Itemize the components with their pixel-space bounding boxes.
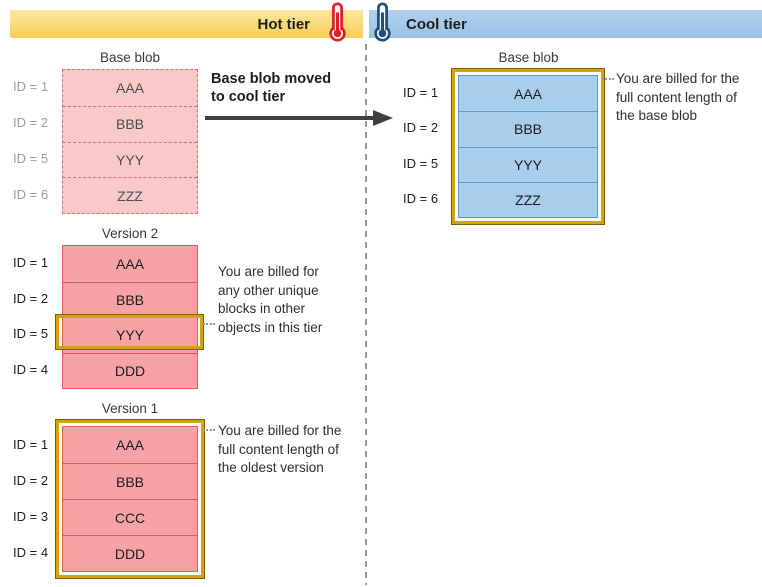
version2-group: Version 2 ID = 1 ID = 2 ID = 5 ID = 4 AAA BB… (13, 226, 198, 389)
block-cell: AAA (115, 437, 144, 453)
row-id-labels: ID = 1 ID = 2 ID = 3 ID = 4 (13, 420, 56, 570)
row-id-label: ID = 1 (403, 85, 439, 101)
row-id-label: ID = 1 (13, 255, 49, 271)
note-version2-billing: You are billed for any other unique bloc… (218, 264, 323, 335)
cool-tier-label: Cool tier (406, 15, 467, 33)
block-cell: BBB (459, 111, 597, 146)
row-id-labels: ID = 1 ID = 2 ID = 5 ID = 6 (403, 69, 452, 216)
row-id-label: ID = 3 (13, 508, 49, 524)
version1-title: Version 1 (101, 401, 159, 416)
block-cell: YYY (459, 146, 597, 182)
block-cell: ZZZ (63, 177, 197, 213)
leader-dots (602, 78, 614, 80)
row-id-label: ID = 5 (13, 326, 49, 342)
row-id-label: ID = 1 (13, 79, 49, 95)
hot-thermometer-icon (329, 2, 346, 42)
hot-base-blob-title: Base blob (99, 50, 161, 65)
row-id-label: ID = 4 (13, 361, 49, 377)
row-id-labels: ID = 1 ID = 2 ID = 5 ID = 4 (13, 245, 62, 387)
block-cell: AAA (513, 85, 542, 102)
note-version1-billing: You are billed for the full content leng… (218, 423, 342, 475)
row-id-label: ID = 2 (13, 472, 49, 488)
tier-separator-line (365, 44, 367, 585)
row-id-label: ID = 2 (13, 115, 49, 131)
cool-thermometer-icon (374, 2, 391, 42)
hot-tier-label: Hot tier (257, 15, 311, 33)
block-cell: BBB (63, 105, 197, 142)
block-cell: DDD (63, 352, 197, 389)
row-id-label: ID = 2 (13, 290, 49, 306)
row-id-label: ID = 2 (403, 120, 439, 136)
block-cell: CCC (63, 499, 197, 535)
note-cool-base-billing: You are billed for the full content leng… (616, 71, 740, 123)
row-id-label: ID = 5 (403, 155, 439, 171)
block-cell: BBB (63, 463, 197, 499)
cool-base-blob-group: Base blob ID = 1 ID = 2 ID = 5 ID = 6 AAA BB… (403, 50, 605, 225)
move-arrow (205, 110, 393, 126)
leader-dots (203, 429, 215, 431)
block-cell: BBB (63, 281, 197, 318)
row-id-labels: ID = 1 ID = 2 ID = 5 ID = 6 (13, 69, 62, 212)
row-id-label: ID = 6 (13, 186, 49, 202)
version1-group: Version 1 ID = 1 ID = 2 ID = 3 ID = 4 AAA BB… (13, 401, 205, 579)
move-arrow-label: Base blob moved to cool tier (211, 71, 332, 105)
highlight-box-unique-block (55, 314, 204, 350)
block-cell: AAA (115, 79, 144, 96)
cool-base-blob-title: Base blob (498, 50, 559, 65)
block-cell: YYY (63, 141, 197, 178)
row-id-label: ID = 6 (403, 190, 439, 206)
block-cell: ZZZ (459, 181, 597, 217)
block-cell: DDD (63, 535, 197, 571)
hot-base-blob-group: Base blob ID = 1 ID = 2 ID = 5 ID = 6 AAA BB… (13, 50, 198, 214)
leader-dots (203, 323, 215, 325)
row-id-label: ID = 4 (13, 544, 49, 560)
cool-tier-header-bar: Cool tier (369, 10, 762, 38)
row-id-label: ID = 1 (13, 436, 49, 452)
hot-tier-header-bar: Hot tier (10, 10, 363, 38)
row-id-label: ID = 5 (13, 150, 49, 166)
block-cell: AAA (115, 255, 144, 272)
version2-title: Version 2 (101, 226, 159, 241)
